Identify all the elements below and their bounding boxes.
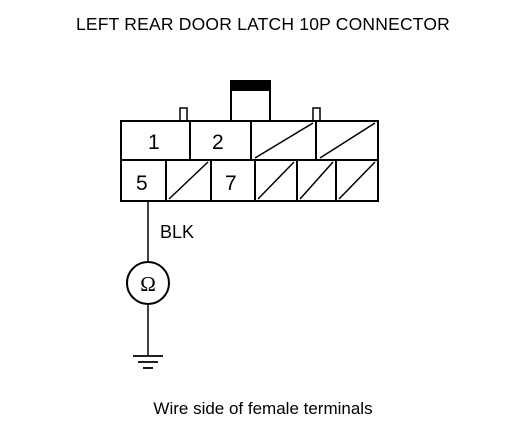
diagram-title: LEFT REAR DOOR LATCH 10P CONNECTOR [75, 14, 451, 34]
diagram-caption: Wire side of female terminals [153, 399, 373, 418]
ohm-symbol: Ω [140, 272, 156, 296]
terminal-1-label: 1 [148, 131, 160, 154]
ohmmeter-icon: Ω [126, 261, 170, 305]
terminal-5-label: 5 [136, 172, 148, 195]
wire-color-label: BLK [160, 222, 194, 242]
ground-icon [133, 355, 163, 369]
connector-guide-tab-right [312, 107, 321, 123]
terminal-2-label: 2 [212, 131, 224, 154]
connector-guide-tab-left [179, 107, 188, 123]
terminal-7-label: 7 [225, 172, 237, 195]
